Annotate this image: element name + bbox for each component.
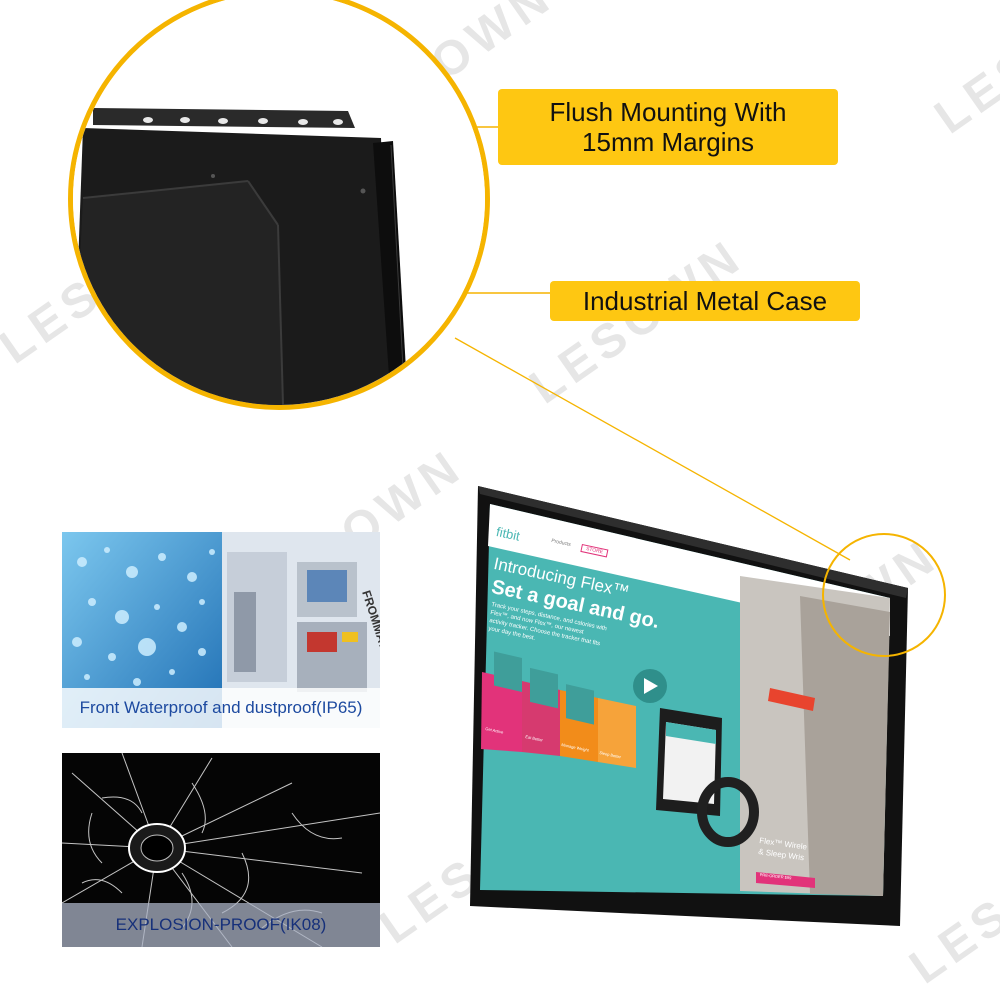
feature-explosion-proof: EXPLOSION-PROOF(IK08) [62, 753, 380, 947]
mounting-holes [143, 117, 343, 125]
feature-waterproof: FROMMATIC Front Waterproof and dustproof… [62, 532, 380, 728]
callout-flush-line1: Flush Mounting With [549, 97, 787, 127]
metal-case-closeup [73, 0, 485, 405]
callout-flush-line2: 15mm Margins [582, 127, 754, 157]
caption-waterproof: Front Waterproof and dustproof(IP65) [62, 688, 380, 728]
monitor-display: fitbit Products STORE Introducing Flex™ … [470, 486, 910, 926]
leader-zoom-connector [454, 337, 851, 561]
callout-metal-label: Industrial Metal Case [582, 286, 828, 316]
monitor-frame [470, 486, 908, 926]
callout-metal-case: Industrial Metal Case [550, 281, 860, 321]
water-droplets [72, 547, 215, 686]
zoom-detail-circle [68, 0, 490, 410]
callout-flush-mounting: Flush Mounting With 15mm Margins [498, 89, 838, 165]
caption-explosion-proof: EXPLOSION-PROOF(IK08) [62, 903, 380, 947]
